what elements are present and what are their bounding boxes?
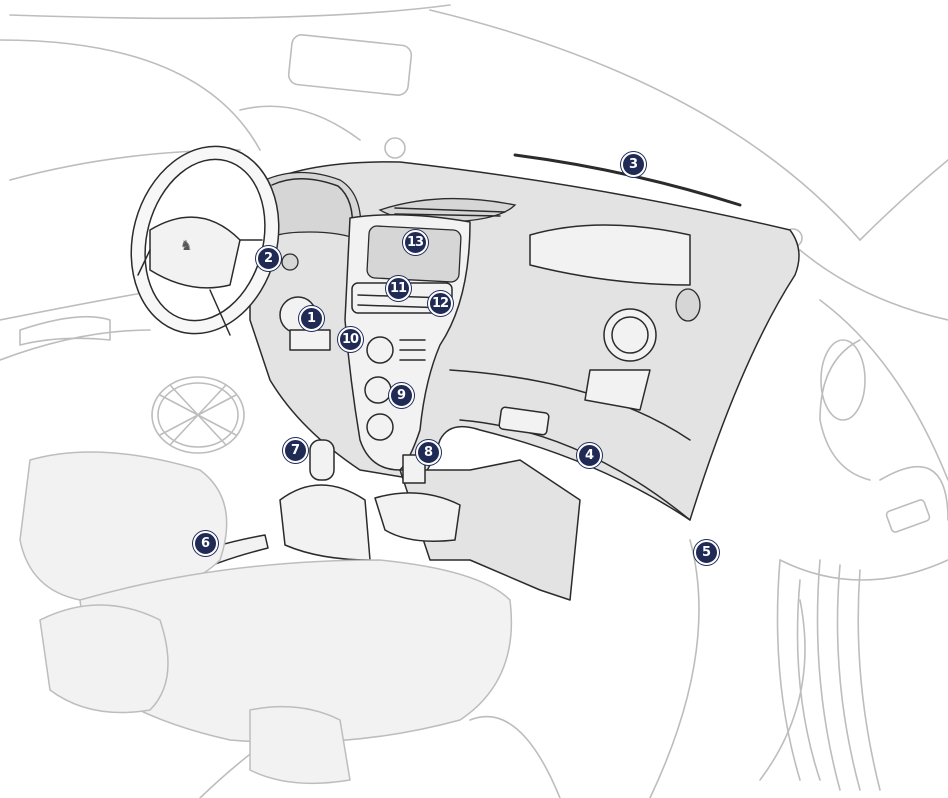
callout-9: 9 [388,382,414,408]
gear-lever [279,439,371,561]
callout-13: 13 [402,229,428,255]
callout-11: 11 [385,275,411,301]
svg-text:♞: ♞ [180,238,193,254]
steering-wheel: ♞ [130,145,299,336]
door-speaker [19,315,245,454]
callout-4: 4 [576,442,602,468]
callout-7: 7 [282,437,308,463]
callout-6: 6 [192,530,218,556]
passenger-door [776,339,948,791]
callout-3: 3 [620,151,646,177]
callout-12: 12 [427,290,453,316]
callout-1: 1 [298,305,324,331]
callout-8: 8 [415,439,441,465]
callout-2: 2 [255,245,281,271]
seats [19,451,513,785]
callout-5: 5 [693,539,719,565]
callout-10: 10 [337,326,363,352]
